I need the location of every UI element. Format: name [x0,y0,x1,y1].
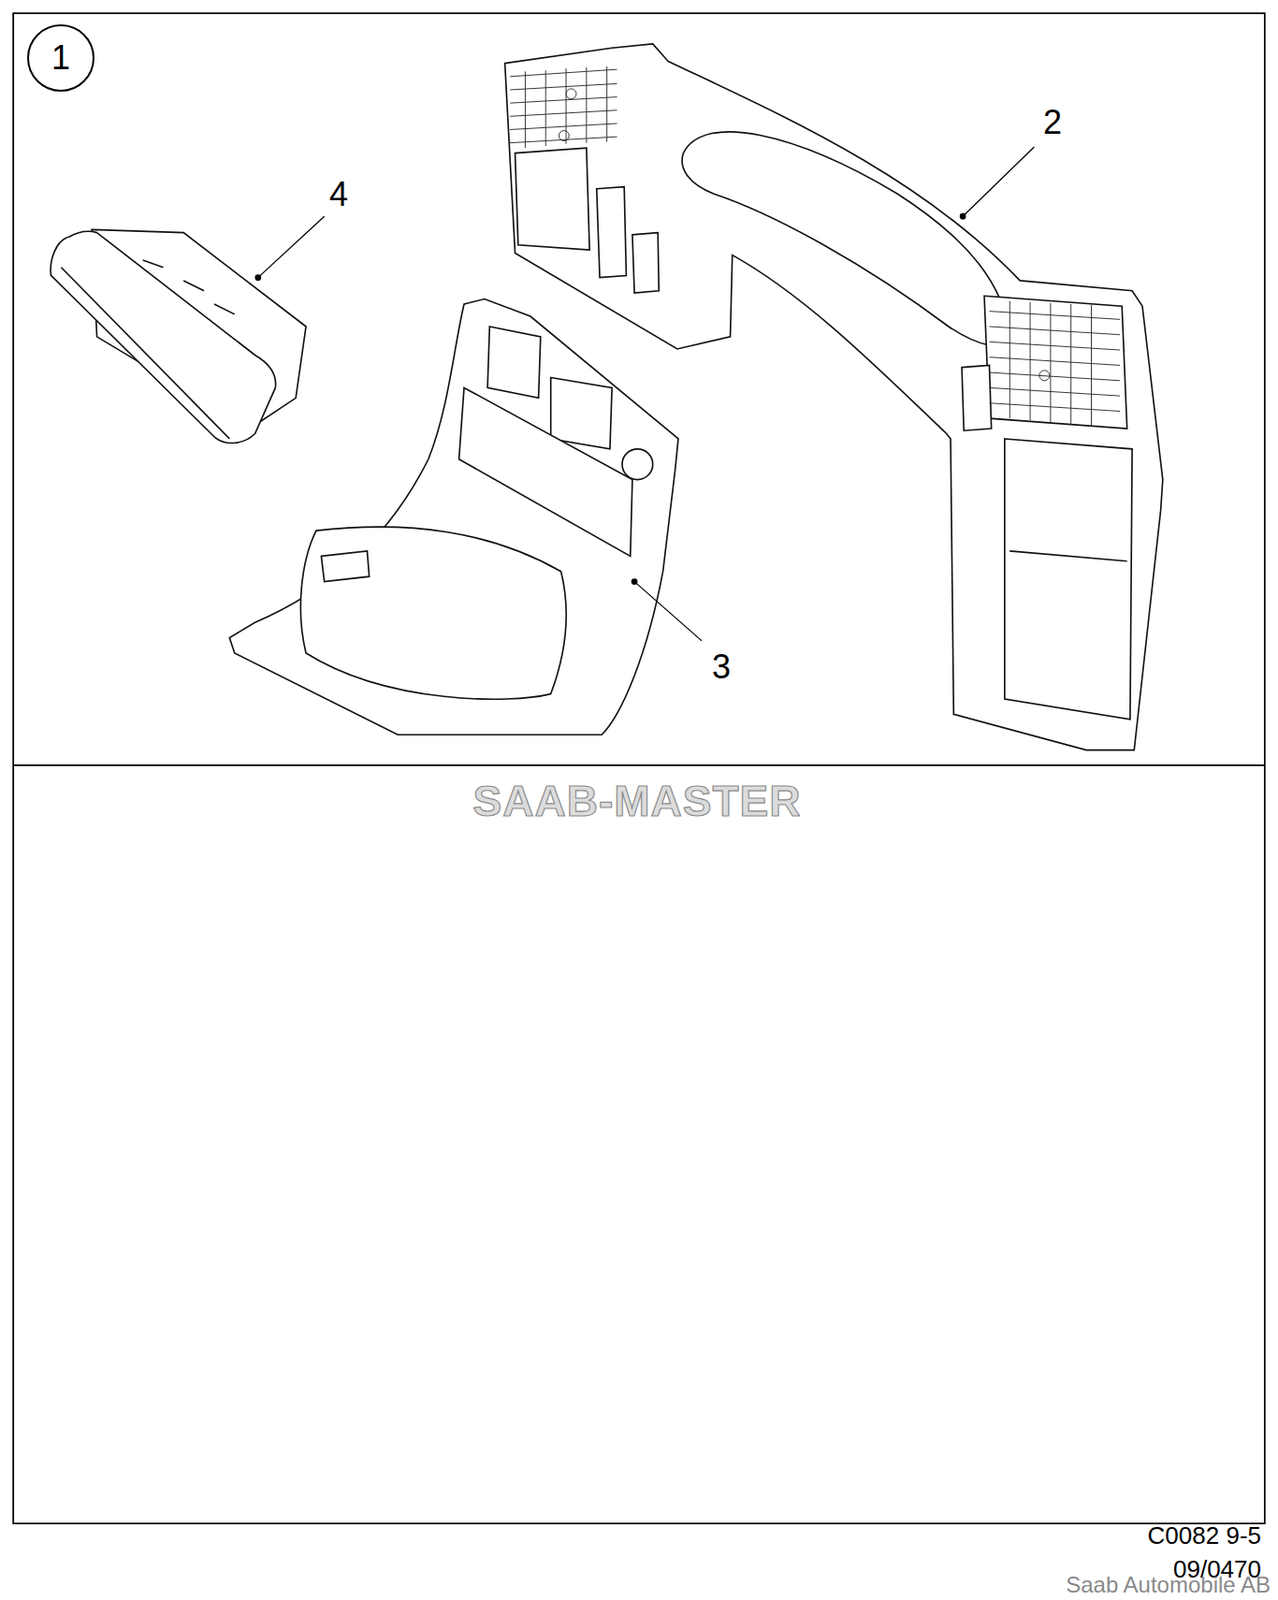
callout-number: 2 [1043,105,1062,140]
figure-number-circle: 1 [27,24,95,92]
callout-number: 3 [711,650,731,684]
vent-grille [509,66,1120,427]
watermark: SAAB-MASTER [473,779,802,823]
callout-number: 4 [329,177,349,212]
copyright: Saab Automobile AB [1065,1573,1271,1597]
drawing-code: C0082 9-5 [1147,1523,1262,1548]
divider [13,764,1265,767]
figure-number: 1 [51,41,71,75]
frame [13,13,1265,1524]
leader-line [255,146,1034,641]
ashtray [50,229,306,443]
